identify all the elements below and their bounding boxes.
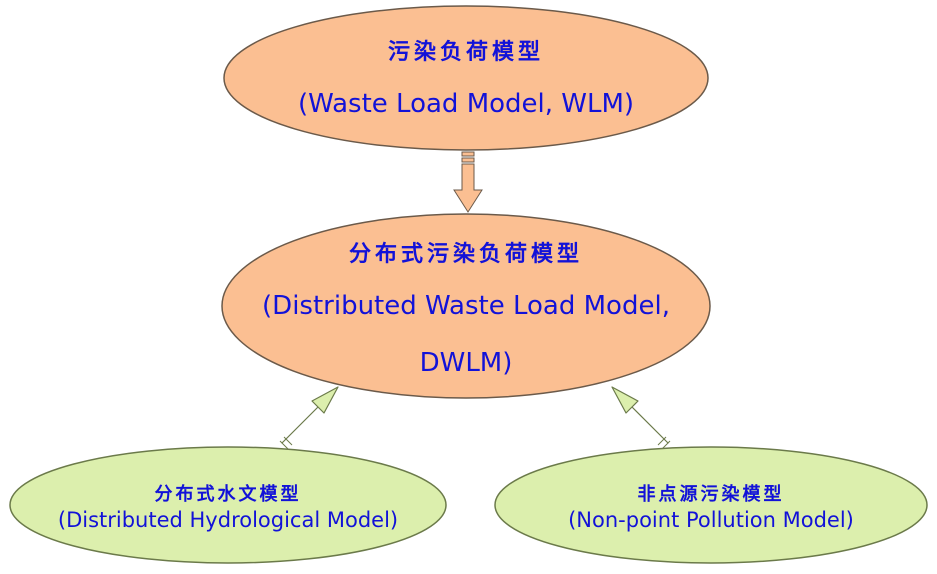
hydro-ellipse: [9, 446, 447, 564]
hydro-title-zh: 分布式水文模型: [154, 484, 302, 505]
npp-title-en: (Non-point Pollution Model): [568, 508, 854, 532]
wlm-ellipse: [223, 5, 709, 151]
dwlm-ellipse: [221, 213, 711, 399]
hydro-title-en: (Distributed Hydrological Model): [57, 508, 399, 532]
up-right-arrow-icon: [279, 386, 339, 450]
wlm-title-zh: 污染负荷模型: [387, 39, 544, 65]
down-arrow-icon: [453, 151, 483, 213]
npp-ellipse: [494, 446, 928, 564]
dwlm-title-en-line1: (Distributed Waste Load Model,: [262, 291, 670, 321]
dwlm-title-en-line2: DWLM): [419, 348, 513, 378]
wlm-title-en: (Waste Load Model, WLM): [297, 89, 635, 119]
up-left-arrow-icon: [611, 386, 671, 450]
dwlm-title-zh: 分布式污染负荷模型: [348, 241, 583, 267]
npp-title-zh: 非点源污染模型: [637, 484, 785, 505]
